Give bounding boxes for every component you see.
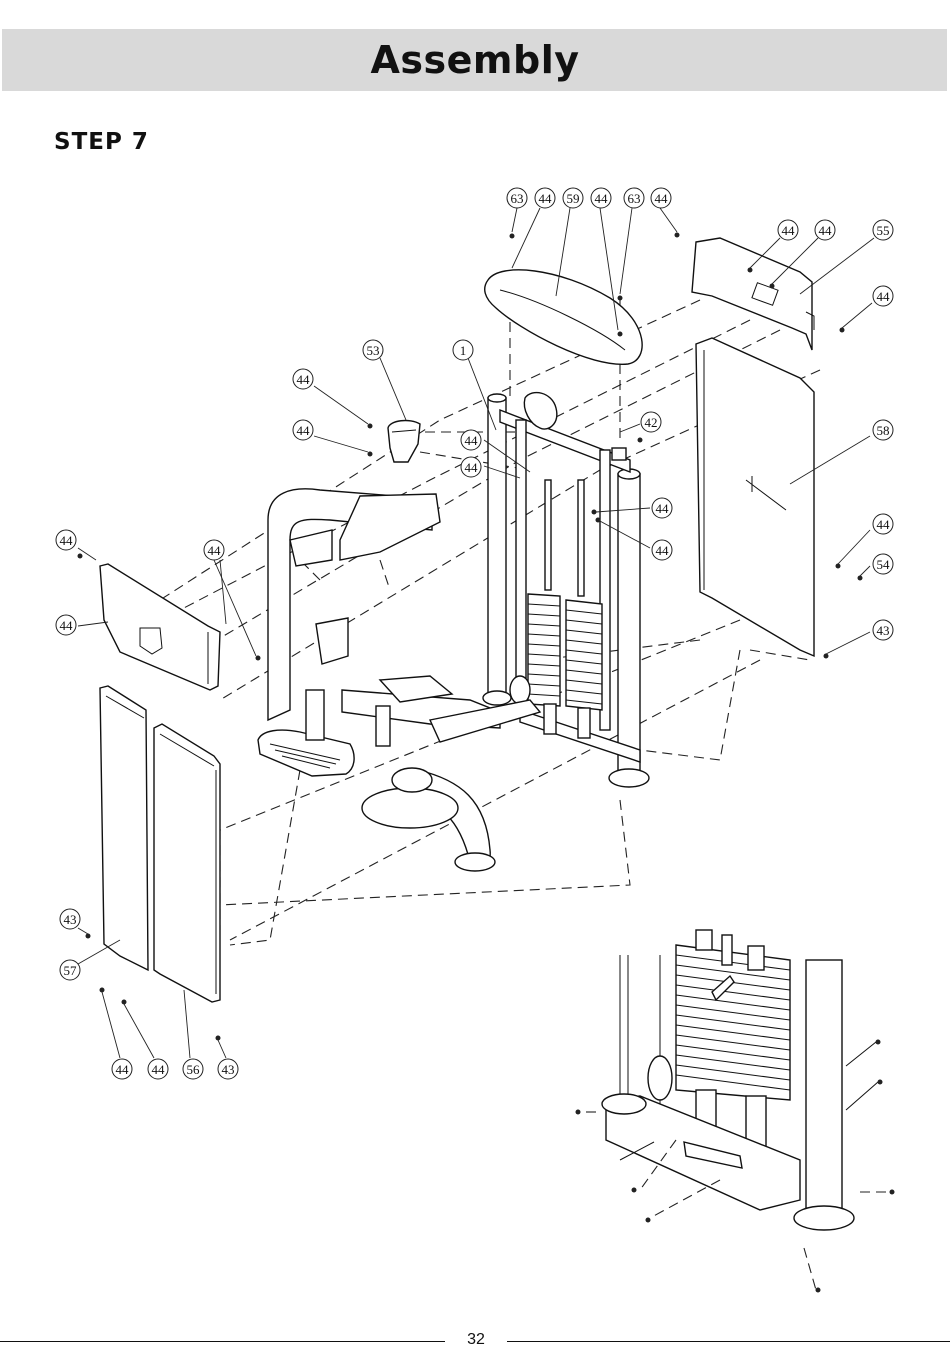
callout-bubble: 44: [461, 430, 481, 450]
callout-bubble: 44: [873, 514, 893, 534]
callout-bubble: 44: [112, 1059, 132, 1079]
svg-text:44: 44: [656, 543, 670, 558]
callout-bubble: 53: [363, 340, 383, 360]
callout-bubble: 44: [293, 420, 313, 440]
svg-text:56: 56: [187, 1062, 201, 1077]
callout-bubble: 56: [183, 1059, 203, 1079]
rear-panel-part: [696, 338, 814, 656]
svg-text:44: 44: [595, 191, 609, 206]
callout-bubble: 44: [873, 286, 893, 306]
svg-text:42: 42: [645, 415, 658, 430]
callout-bubble: 57: [60, 960, 80, 980]
svg-text:44: 44: [208, 543, 222, 558]
hand-grip-part: [388, 421, 420, 462]
callout-bubble: 44: [535, 188, 555, 208]
callout-bubble: 1: [453, 340, 473, 360]
svg-text:44: 44: [152, 1062, 166, 1077]
callout-bubble: 44: [204, 540, 224, 560]
svg-text:44: 44: [465, 460, 479, 475]
svg-text:44: 44: [60, 618, 74, 633]
svg-text:54: 54: [877, 557, 891, 572]
svg-text:44: 44: [782, 223, 796, 238]
callout-bubble: 59: [563, 188, 583, 208]
callout-bubble: 63: [507, 188, 527, 208]
svg-text:44: 44: [539, 191, 553, 206]
svg-text:44: 44: [297, 372, 311, 387]
svg-text:55: 55: [877, 223, 890, 238]
svg-text:44: 44: [819, 223, 833, 238]
footer-rule-right: [507, 1341, 950, 1342]
inset-detail-drawing: [580, 930, 886, 1290]
footer-rule-left: [0, 1341, 445, 1342]
callout-bubble: 44: [651, 188, 671, 208]
svg-text:44: 44: [877, 289, 891, 304]
top-pad-part: [485, 270, 642, 364]
callout-bubble: 63: [624, 188, 644, 208]
front-shroud-part: [100, 564, 220, 690]
svg-text:44: 44: [877, 517, 891, 532]
callout-bubble: 44: [56, 530, 76, 550]
callout-bubble: 44: [461, 457, 481, 477]
main-frame: [483, 393, 649, 787]
callout-bubble: 44: [293, 369, 313, 389]
svg-text:59: 59: [567, 191, 580, 206]
callout-bubble: 44: [815, 220, 835, 240]
callout-bubble: 43: [60, 909, 80, 929]
svg-text:63: 63: [511, 191, 524, 206]
rear-shroud-part: [692, 238, 814, 350]
callout-bubble: 44: [56, 615, 76, 635]
callout-bubble: 44: [652, 540, 672, 560]
callout-bubble: 43: [873, 620, 893, 640]
callout-bubble: 44: [591, 188, 611, 208]
svg-text:44: 44: [116, 1062, 130, 1077]
svg-text:44: 44: [655, 191, 669, 206]
right-side-panel-part: [154, 724, 220, 1002]
callout-bubble: 54: [873, 554, 893, 574]
callout-bubble: 42: [641, 412, 661, 432]
svg-text:44: 44: [297, 423, 311, 438]
callout-bubble: 44: [148, 1059, 168, 1079]
svg-text:43: 43: [64, 912, 77, 927]
svg-text:44: 44: [465, 433, 479, 448]
callout-bubble: 43: [218, 1059, 238, 1079]
svg-text:53: 53: [367, 343, 380, 358]
svg-text:43: 43: [877, 623, 890, 638]
svg-text:43: 43: [222, 1062, 235, 1077]
callout-bubble: 44: [778, 220, 798, 240]
svg-text:44: 44: [656, 501, 670, 516]
svg-text:63: 63: [628, 191, 641, 206]
page-number: 32: [450, 1331, 502, 1349]
left-side-panel-part: [100, 686, 148, 970]
svg-text:57: 57: [64, 963, 78, 978]
callout-bubble: 55: [873, 220, 893, 240]
svg-text:1: 1: [460, 343, 467, 358]
callout-bubble: 44: [652, 498, 672, 518]
svg-text:58: 58: [877, 423, 890, 438]
svg-text:44: 44: [60, 533, 74, 548]
callout-bubble: 58: [873, 420, 893, 440]
